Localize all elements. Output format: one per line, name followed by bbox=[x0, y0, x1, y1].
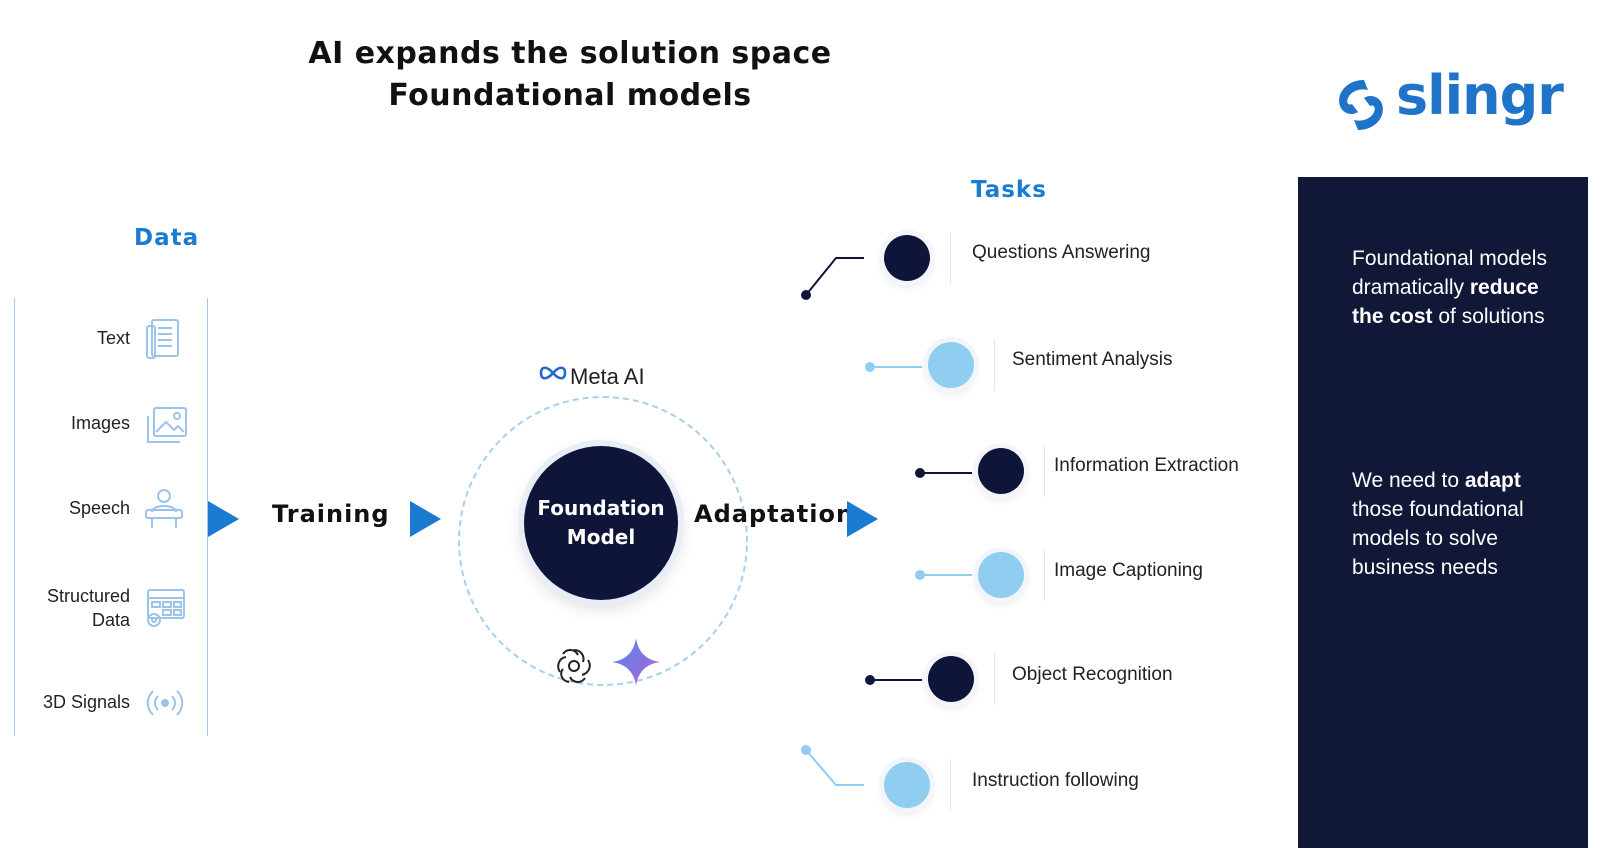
task-dot-object bbox=[928, 656, 974, 702]
side-p2-bold: adapt bbox=[1464, 469, 1521, 492]
signal-waves-icon bbox=[146, 690, 184, 716]
task-image-captioning: Image Captioning bbox=[1054, 560, 1203, 581]
data-item-speech: Speech bbox=[68, 498, 130, 518]
table-gear-icon bbox=[147, 589, 185, 627]
image-icon bbox=[147, 407, 187, 443]
model-ring bbox=[458, 396, 748, 686]
tasks-heading: Tasks bbox=[971, 177, 1047, 203]
data-item-structured: Structured Data bbox=[10, 584, 130, 632]
core-line-2: Model bbox=[566, 525, 636, 549]
task-questions-answering: Questions Answering bbox=[972, 242, 1151, 263]
side-panel-paragraph-adapt: We need to adapt those foundational mode… bbox=[1352, 466, 1572, 582]
adaptation-label: Adaptation bbox=[694, 500, 855, 528]
slingr-logo-text: slingr bbox=[1396, 64, 1564, 127]
task-connectors bbox=[801, 257, 972, 786]
page-title: AI expands the solution space bbox=[308, 36, 832, 71]
core-line-1: Foundation bbox=[537, 496, 665, 520]
openai-logo-icon bbox=[557, 649, 591, 683]
task-separator bbox=[1044, 549, 1045, 601]
task-separator bbox=[950, 759, 951, 811]
slingr-logo: slingr bbox=[1330, 64, 1580, 140]
task-separator bbox=[950, 232, 951, 284]
data-heading: Data bbox=[134, 225, 200, 251]
task-sentiment-analysis: Sentiment Analysis bbox=[1012, 349, 1173, 370]
task-separator bbox=[994, 339, 995, 391]
gemini-sparkle-icon bbox=[612, 638, 660, 686]
task-dot-instruction bbox=[884, 762, 930, 808]
side-panel bbox=[1298, 177, 1588, 848]
page-subtitle: Foundational models bbox=[388, 78, 752, 113]
document-icon bbox=[146, 319, 179, 359]
task-dot-questions bbox=[884, 235, 930, 281]
task-separator bbox=[1044, 445, 1045, 497]
arrow-to-training bbox=[208, 501, 239, 537]
side-p2-post: those foundational models to solve busin… bbox=[1352, 498, 1524, 579]
data-item-images: Images bbox=[70, 413, 130, 433]
data-item-text: Text bbox=[96, 328, 130, 348]
training-label: Training bbox=[272, 500, 390, 528]
side-panel-paragraph-cost: Foundational models dramatically reduce … bbox=[1352, 244, 1572, 331]
foundation-model-node bbox=[524, 446, 678, 600]
slingr-logo-icon bbox=[1339, 80, 1383, 130]
task-instruction-following: Instruction following bbox=[972, 770, 1139, 791]
task-information-extraction: Information Extraction bbox=[1054, 455, 1239, 476]
meta-infinity-icon bbox=[539, 366, 567, 380]
side-p1-pre: Foundational models dramatically bbox=[1352, 247, 1547, 299]
task-dot-information bbox=[978, 448, 1024, 494]
side-p1-post: of solutions bbox=[1432, 305, 1545, 328]
meta-ai-logo bbox=[538, 362, 568, 388]
task-object-recognition: Object Recognition bbox=[1012, 664, 1173, 685]
data-list-frame bbox=[14, 298, 208, 736]
meta-ai-label: Meta AI bbox=[570, 364, 645, 389]
arrow-to-model bbox=[410, 501, 441, 537]
data-item-3d-signals: 3D Signals bbox=[42, 692, 130, 712]
task-dot-captioning bbox=[978, 552, 1024, 598]
side-p1-bold: reduce the cost bbox=[1352, 276, 1539, 328]
structured-data-label: Structured Data bbox=[46, 586, 130, 630]
foundation-model-label: Foundation Model bbox=[524, 494, 678, 552]
arrow-to-tasks bbox=[847, 501, 878, 537]
task-dot-sentiment bbox=[928, 342, 974, 388]
task-separator bbox=[994, 653, 995, 705]
speaker-person-icon bbox=[145, 489, 183, 528]
side-p2-pre: We need to bbox=[1352, 469, 1465, 492]
